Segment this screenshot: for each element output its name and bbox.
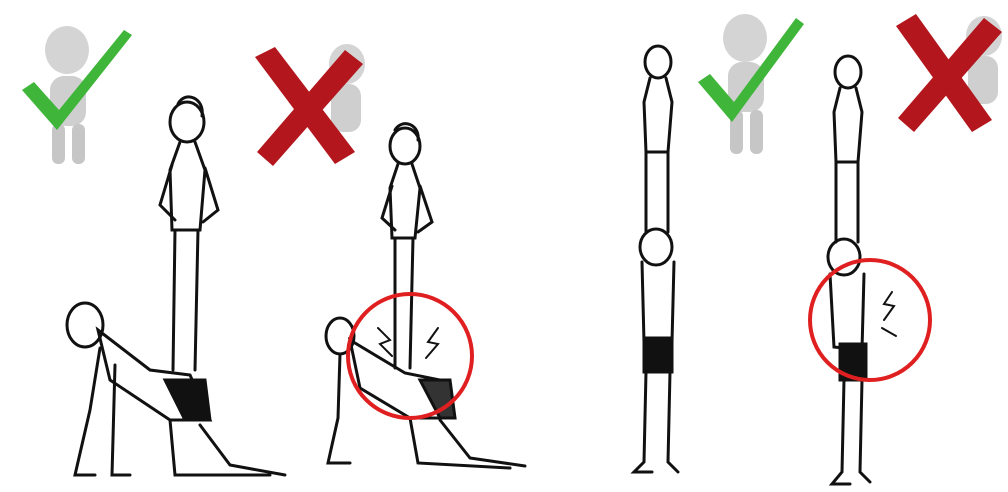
- right-example-panel: [560, 0, 1008, 486]
- left-example-panel: [0, 0, 540, 486]
- shoulder-stand-arched-pose-figure: [800, 52, 960, 492]
- stand-on-lower-back-pose-figure: [310, 118, 540, 478]
- checkmark-figure-icon: [690, 10, 810, 160]
- shoulder-stand-pose-figure: [620, 42, 700, 482]
- stand-on-back-pose-figure: [60, 90, 300, 490]
